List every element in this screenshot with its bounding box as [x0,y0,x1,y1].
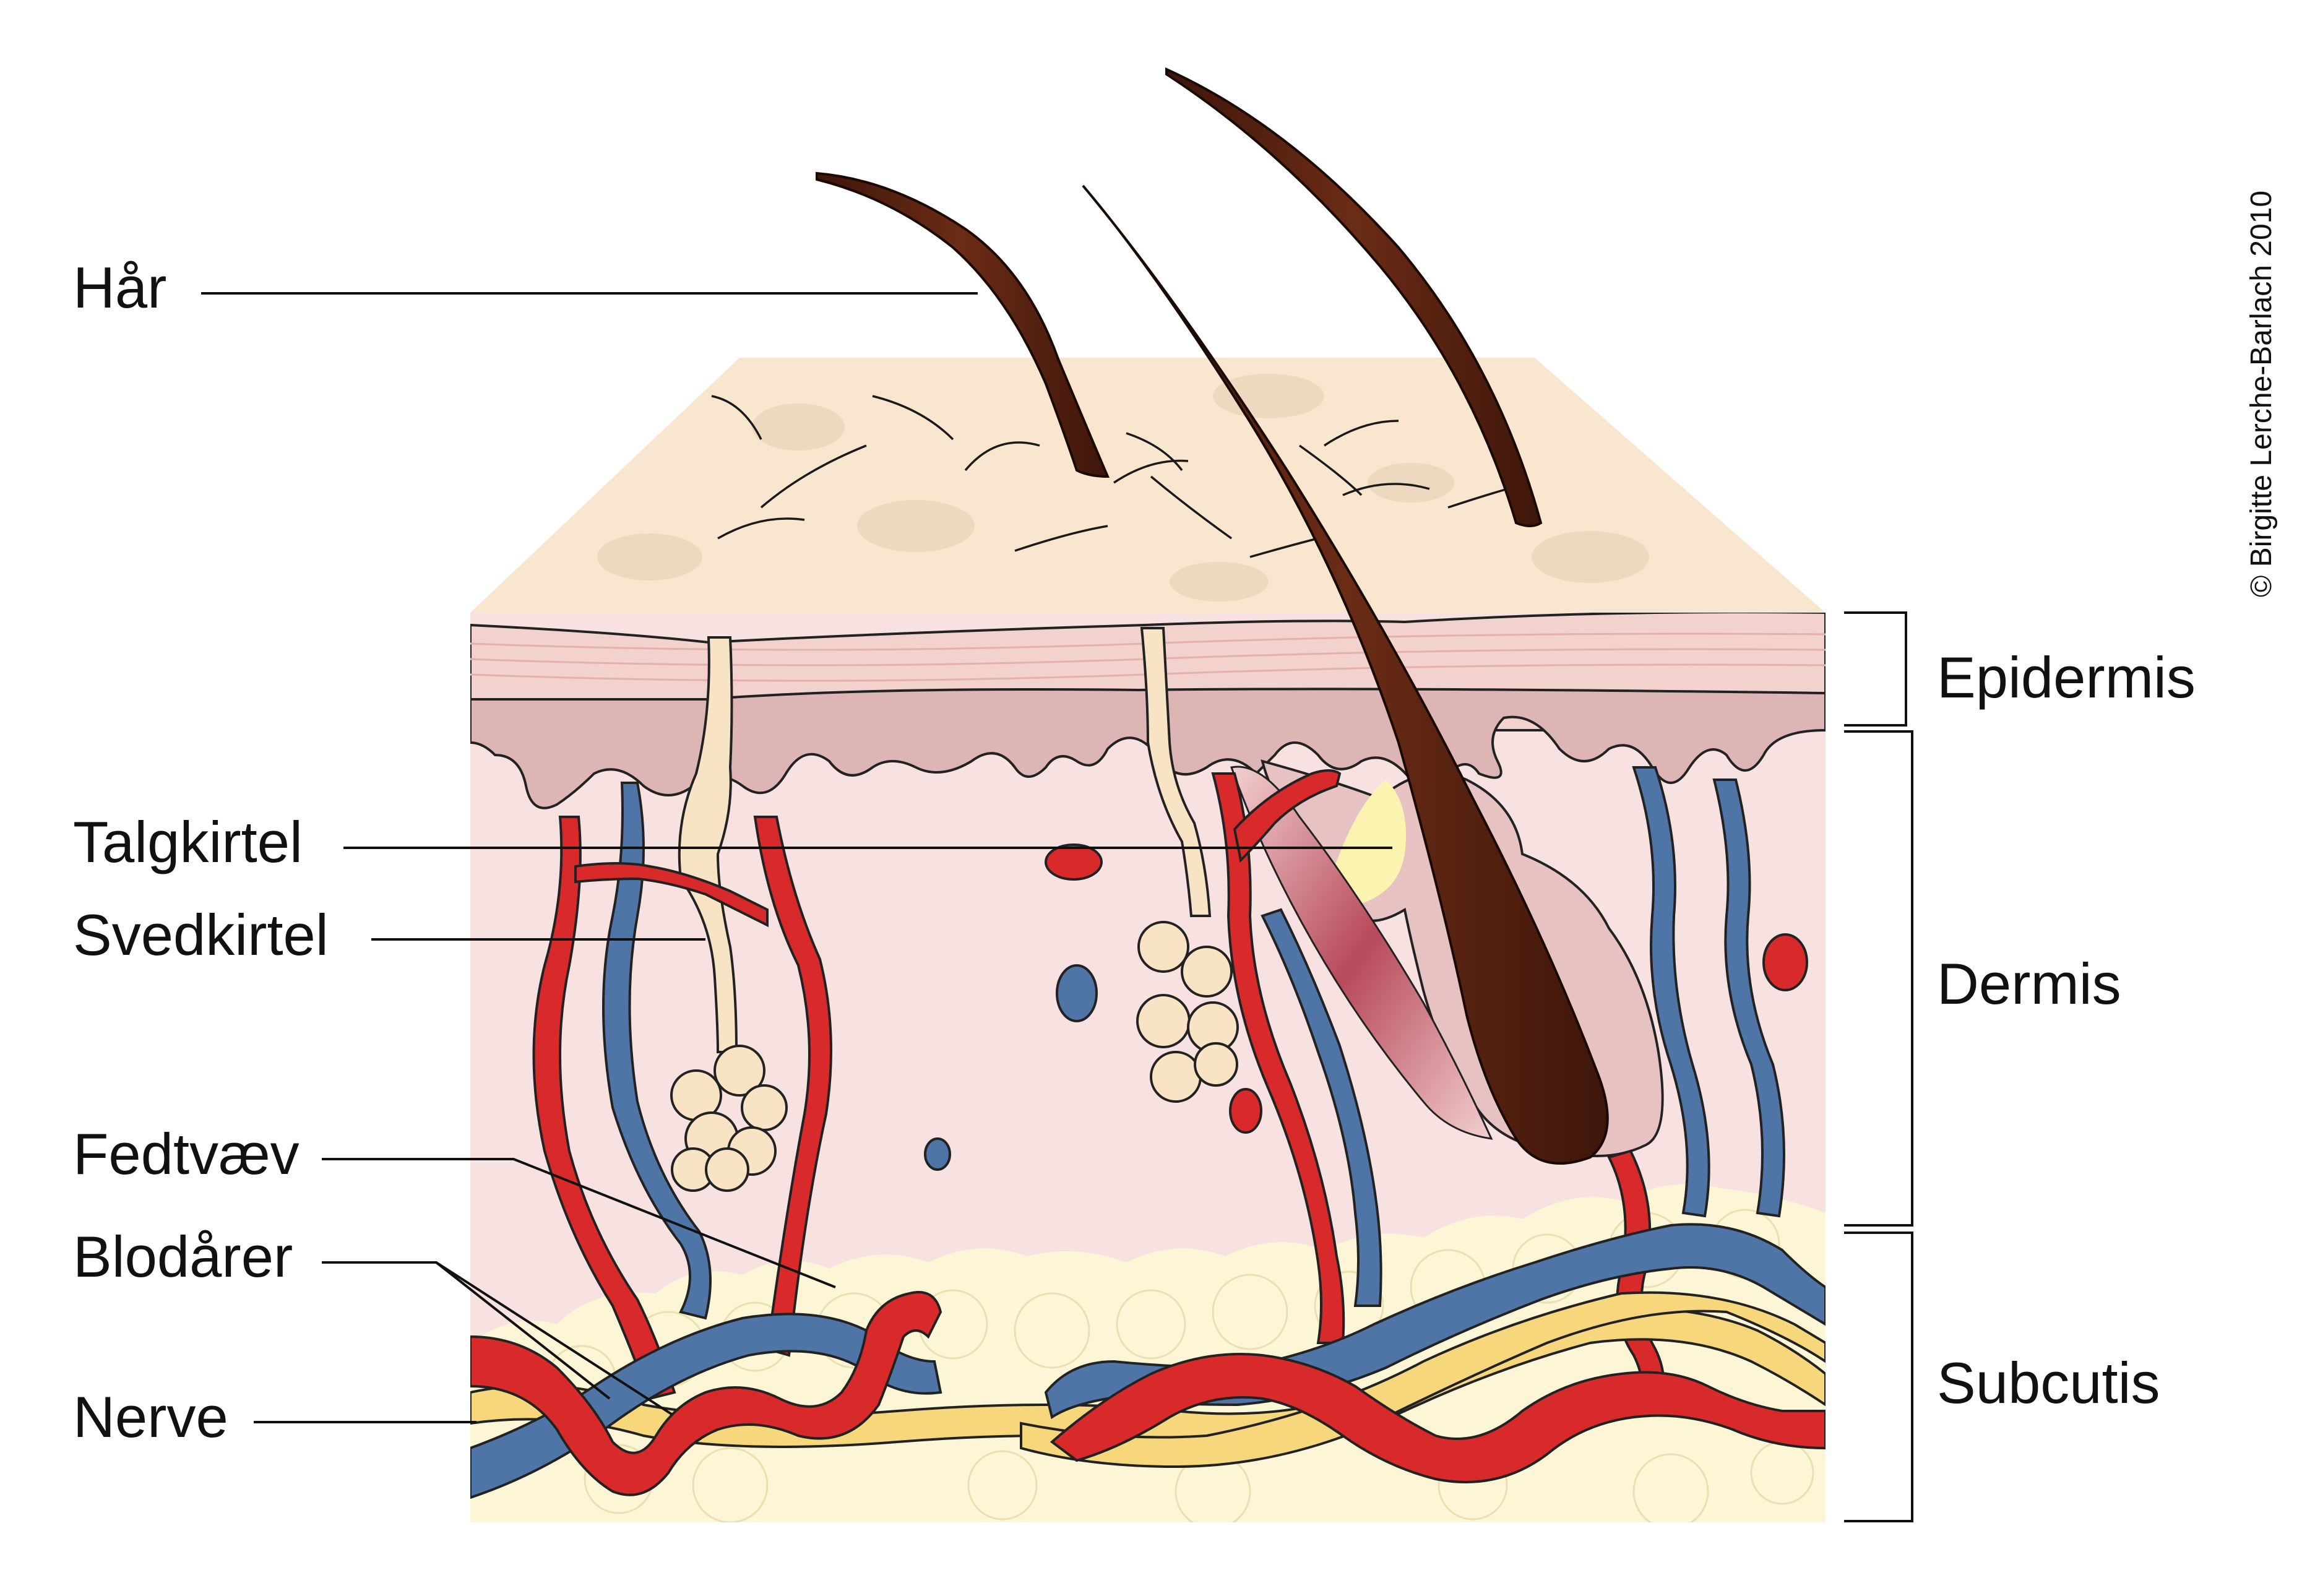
vessel-cross-sections [924,843,1808,1171]
artery-left [532,816,676,1400]
leader-lines [201,292,1392,1423]
label-blodarer: Blodårer [73,1224,293,1289]
artery-left-branch [574,862,769,928]
label-epidermis: Epidermis [1937,645,2196,710]
label-fedtvaev: Fedtvæv [73,1121,300,1186]
label-dermis: Dermis [1937,951,2121,1016]
label-talgkirtel: Talgkirtel [73,809,303,874]
label-nerve: Nerve [73,1384,228,1449]
sebaceous-gland [1330,780,1406,904]
hair-right [1165,67,1543,527]
artery-left-2 [753,816,832,1357]
sweat-gland-left-coil [670,1045,788,1192]
vein-right [1261,908,1382,1307]
layer-brackets [1844,611,1913,1522]
copyright-text: © Birgitte Lerche-Barlach 2010 [2245,191,2278,597]
sweat-gland-middle [1140,627,1212,917]
sweat-gland-middle-coil [1136,921,1239,1103]
artery-horizontal-right [1050,1353,1826,1483]
label-har: Hår [73,255,166,320]
vein-left [602,782,712,1320]
hair-middle [1082,184,1609,1165]
artery-right-branch [1233,769,1342,863]
artery-horizontal-left [470,1291,942,1496]
arrector-pili-muscle [1230,766,1493,1140]
hair-left [816,171,1110,478]
label-subcutis: Subcutis [1937,1350,2160,1415]
vein-far-right [1632,766,1710,1218]
vein-far-right-2 [1712,779,1785,1218]
label-svedkirtel: Svedkirtel [73,902,329,967]
